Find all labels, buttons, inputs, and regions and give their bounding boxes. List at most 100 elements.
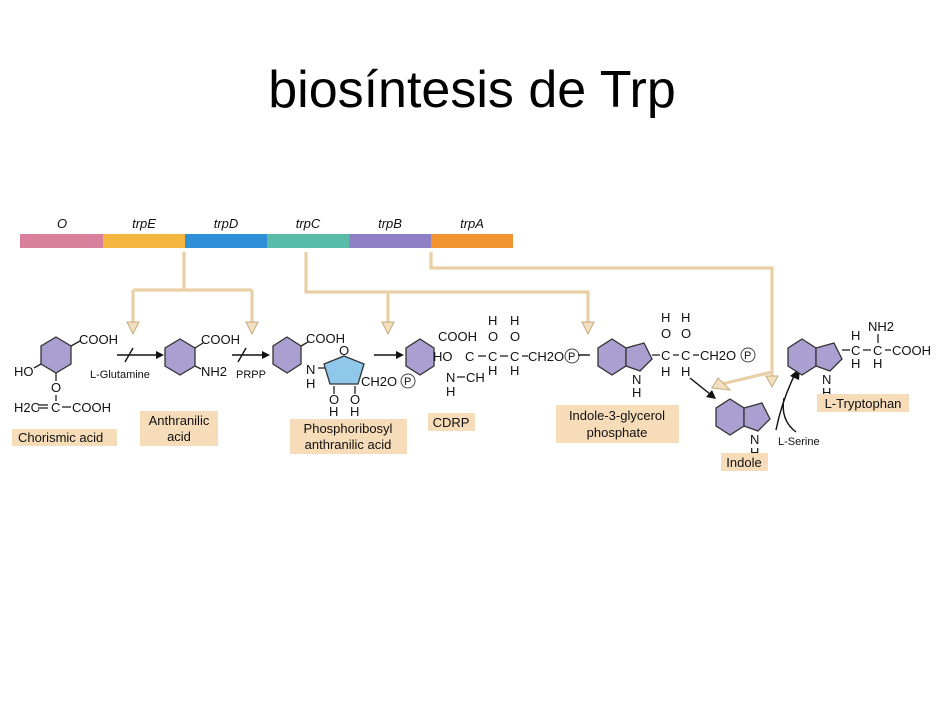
gene-label-O: O [57, 216, 67, 231]
tryptophan-structure: N H C C COOH H H H NH2 L-Tryptophan [787, 319, 931, 412]
cdrp-structure: COOH HO C C C CH2O P H H O O H H N H CH … [405, 313, 580, 431]
flow-arrowhead-indole [711, 377, 732, 391]
benzene-ring-icon [597, 338, 627, 376]
benzene-ring-icon [40, 336, 72, 374]
atom-label: H [488, 313, 497, 328]
atom-label: P [404, 376, 411, 388]
gene-segment-O [20, 234, 103, 248]
atom-label: HO [14, 364, 34, 379]
atom-label: CH2O [361, 374, 397, 389]
caption-box [428, 413, 475, 431]
reaction-prpp: PRPP [232, 347, 270, 381]
atom-label: N [822, 372, 831, 387]
compound-label-indole-3-glycerol-phosphate: Indole-3-glycerol [569, 408, 665, 423]
flow-arrowhead-igp [581, 321, 595, 336]
atom-label: C [510, 349, 519, 364]
flow-arrowhead-cdrp [381, 321, 395, 336]
atom-label: O [661, 326, 671, 341]
caption-box [556, 405, 679, 443]
compound-label-phosphoribosyl-anthranilic-acid-line2: anthranilic acid [305, 437, 392, 452]
atom-label: CH2O [700, 348, 736, 363]
atom-label: C [661, 348, 670, 363]
atom-label: COOH [72, 400, 111, 415]
phosphate-icon [564, 348, 580, 364]
atom-label: NH2 [201, 364, 227, 379]
indole-3-glycerol-phosphate-structure: N H C C CH2O P H H O O H H Indole-3-glyc… [556, 310, 756, 443]
atom-label: N [632, 372, 641, 387]
atom-label: H [873, 356, 882, 371]
atom-label: O [681, 326, 691, 341]
reaction-3 [374, 351, 404, 359]
atom-label: HO [433, 349, 453, 364]
atom-label: P [744, 350, 751, 362]
benzene-ring-icon [405, 338, 435, 376]
cosubstrate-glutamine: L-Glutamine [90, 369, 150, 381]
arrowhead-icon [156, 351, 164, 359]
atom-label: H [329, 404, 338, 419]
atom-label: C [465, 349, 474, 364]
atom-label: H [350, 404, 359, 419]
atom-label: COOH [892, 343, 931, 358]
benzene-ring-icon [715, 398, 745, 436]
atom-label: H [851, 328, 860, 343]
atom-label: C [488, 349, 497, 364]
compound-label-indole-3-glycerol-phosphate-line2: phosphate [587, 425, 648, 440]
atom-label: C [851, 343, 860, 358]
ribose-ring-icon [323, 355, 365, 385]
gene-label-trpA: trpA [460, 216, 484, 231]
atom-label: H [681, 310, 690, 325]
flow-arrow-trpE-trpD [131, 252, 254, 325]
atom-label: N [750, 432, 759, 447]
atom-label: O [329, 392, 339, 407]
atom-label: O [510, 329, 520, 344]
gene-label-trpB: trpB [378, 216, 402, 231]
compound-label-anthranilic-acid-line2: acid [167, 429, 191, 444]
atom-label: C [681, 348, 690, 363]
flow-arrowhead-glutamine [126, 321, 140, 336]
benzene-ring-icon [787, 338, 817, 376]
phosphate-icon [400, 373, 416, 389]
pyrrole-ring-icon [743, 402, 771, 432]
atom-label: H [822, 385, 831, 400]
atom-label: CH2O [528, 349, 564, 364]
atom-label: H [510, 363, 519, 378]
reaction-glutamine: L-Glutamine [90, 347, 164, 381]
arrowhead-icon [396, 351, 404, 359]
flow-arrow-trpC [304, 252, 590, 325]
atom-label: C [51, 400, 60, 415]
compound-label-anthranilic-acid: Anthranilic [149, 413, 210, 428]
atom-label: COOH [306, 331, 345, 346]
atom-label: H [661, 364, 670, 379]
chorismic-acid-structure: COOH HO O H2C C COOH Chorismic acid [12, 332, 118, 446]
gene-segment-trpB [349, 234, 431, 248]
caption-box [290, 419, 407, 454]
atom-label: O [339, 343, 349, 358]
gene-segment-trpC [267, 234, 349, 248]
atom-label: H [446, 384, 455, 399]
arrowhead-icon [706, 390, 716, 399]
gene-label-trpE: trpE [132, 216, 156, 231]
benzene-ring-icon [164, 338, 196, 376]
atom-label: N [306, 362, 315, 377]
caption-box [721, 453, 768, 471]
cosubstrate-serine: L-Serine [778, 436, 820, 448]
compound-label-phosphoribosyl-anthranilic-acid: Phosphoribosyl [304, 421, 393, 436]
anthranilic-acid-structure: COOH NH2 Anthranilic acid [140, 332, 240, 446]
phosphoribosyl-anthranilic-acid-structure: COOH N H O O O H H CH2O P Phosphoribosyl… [272, 331, 416, 454]
caption-box [817, 394, 909, 412]
atom-label: NH2 [868, 319, 894, 334]
atom-label: COOH [438, 329, 477, 344]
flow-arrowhead-prpp [245, 321, 259, 336]
atom-label: O [488, 329, 498, 344]
atom-label: H2C [14, 400, 40, 415]
gene-label-trpD: trpD [214, 216, 239, 231]
atom-label: COOH [79, 332, 118, 347]
benzene-ring-icon [272, 336, 302, 374]
reaction-indole-to-trp: L-Serine [775, 368, 820, 448]
atom-label: O [51, 380, 61, 395]
caption-box [140, 411, 218, 446]
gene-segment-trpA [431, 234, 513, 248]
compound-label-cdrp: CDRP [433, 415, 470, 430]
atom-label: H [510, 313, 519, 328]
